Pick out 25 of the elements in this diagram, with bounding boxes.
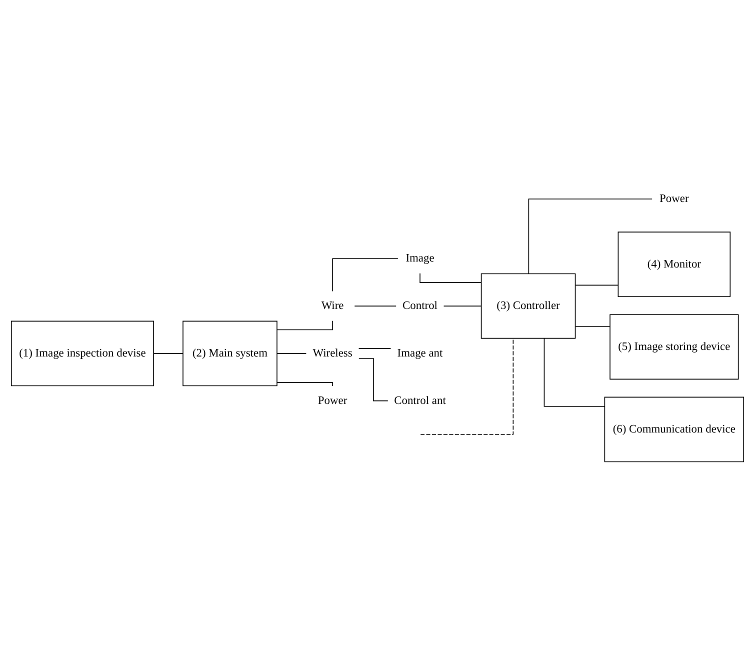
connector xyxy=(276,382,333,386)
node-text: Image xyxy=(406,252,434,265)
node-box: (4) Monitor xyxy=(618,232,731,298)
node-box: (2) Main system xyxy=(182,320,278,386)
connector xyxy=(358,348,392,349)
node-box: (3) Controller xyxy=(480,273,576,339)
node-text: Power xyxy=(318,394,348,407)
connector xyxy=(358,358,388,402)
connector xyxy=(575,326,610,327)
connector xyxy=(276,353,307,354)
connector xyxy=(420,338,514,435)
connector xyxy=(575,284,619,286)
node-box: (6) Communication device xyxy=(604,396,744,462)
connector xyxy=(544,338,606,407)
node-box: (5) Image storing device xyxy=(610,314,739,380)
connector xyxy=(528,198,652,274)
node-box: (1) Image inspection devise xyxy=(10,320,154,386)
node-text: Image ant xyxy=(397,347,443,360)
node-text: Power xyxy=(660,193,689,206)
node-text: Wire xyxy=(321,300,344,312)
connector xyxy=(332,258,398,292)
node-text: Control xyxy=(402,300,438,312)
connector xyxy=(153,353,184,354)
node-text: Wireless xyxy=(312,347,352,360)
node-text: Control ant xyxy=(394,394,446,407)
